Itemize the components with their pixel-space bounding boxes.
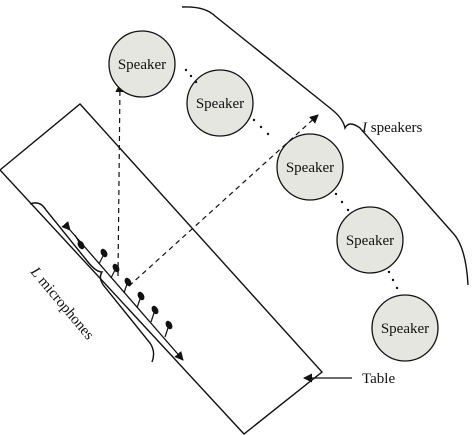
microphones-brace-label: L microphones (26, 264, 97, 344)
microphone-array (74, 234, 173, 338)
speakers-brace-label: I speakers (361, 120, 423, 136)
microphone-icon (74, 234, 85, 250)
microphone-icon (110, 263, 120, 279)
microphone-icon (123, 277, 132, 294)
speaker-label: Speaker (381, 321, 429, 337)
speaker-node: Speaker (108, 30, 176, 98)
speaker-label: Speaker (346, 233, 394, 249)
speaker-label: Speaker (286, 160, 334, 176)
microphone-icon (164, 320, 173, 338)
microphone-icon (98, 248, 108, 265)
microphones-brace (29, 202, 155, 363)
speaker-ellipsis (184, 68, 399, 290)
speakers-brace (181, 6, 469, 286)
speaker-node: Speaker (371, 294, 439, 362)
dashed-arrow-to-speaker-1 (115, 83, 125, 277)
microphone-icon (136, 291, 145, 309)
dashed-arrow-to-speaker-far (128, 114, 319, 287)
microphone-icon (150, 305, 159, 323)
speaker-node: Speaker (336, 206, 404, 274)
speaker-node: Speaker (186, 69, 254, 137)
speaker-node: Speaker (276, 133, 344, 201)
speaker-label: Speaker (196, 96, 244, 112)
table-rectangle (0, 103, 324, 435)
table-label: Table (362, 371, 395, 387)
microphone-array-axis (61, 221, 184, 361)
speaker-label: Speaker (118, 57, 166, 73)
